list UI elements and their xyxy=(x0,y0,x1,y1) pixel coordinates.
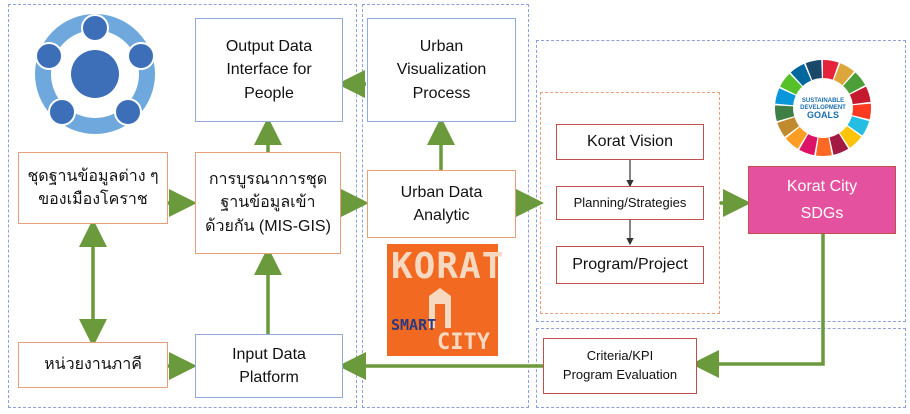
sdg-ring-segment xyxy=(799,134,818,156)
arrow-sdgs-to-criteria xyxy=(691,234,825,378)
sdg-ring-segment xyxy=(815,137,832,157)
sdg-ring-segment xyxy=(823,60,839,80)
korat-smart-city-logo: KORAT SMART CITY xyxy=(387,244,503,356)
criteria-kpi-box: Criteria/KPI Program Evaluation xyxy=(543,338,697,394)
sdg-ring-segment xyxy=(829,133,849,155)
logo-building-icon xyxy=(429,288,451,328)
program-project-box: Program/Project xyxy=(556,246,704,284)
sdgs-line-1: Korat City xyxy=(786,177,858,195)
right-upper-region xyxy=(536,40,906,322)
sdg-ring-segment xyxy=(849,86,871,105)
sdg-ring-segment xyxy=(790,63,812,86)
korat-vision-box: Korat Vision xyxy=(556,124,704,160)
output-data-interface-box: Output Data Interface for People xyxy=(195,18,343,122)
sdg-ring-segment xyxy=(852,103,872,120)
logo-korat-text: KORAT xyxy=(391,246,505,287)
logo-smart-text: SMART xyxy=(391,316,437,334)
data-cycle-wheel-illustration xyxy=(35,14,155,134)
sdg-ring-segment xyxy=(839,126,862,148)
sdg-badge-line-2: DEVELOPMENT xyxy=(800,105,846,111)
sdg-ring-segment xyxy=(833,63,854,86)
partners-box: หน่วยงานภาคี xyxy=(18,342,168,388)
sdg-ring-segment xyxy=(780,73,802,95)
sdg-ring-segment xyxy=(843,72,866,94)
sdg-ring-segment xyxy=(775,88,796,106)
sdg-badge-line-1: SUSTAINABLE xyxy=(802,98,844,104)
integration-mis-gis-box: การบูรณาการชุด ฐานข้อมูลเข้า ด้วยกัน (MI… xyxy=(195,152,341,254)
sdgs-line-2: SDGs xyxy=(800,205,844,222)
urban-visualization-box: Urban Visualization Process xyxy=(367,18,516,122)
sdg-ring-segment xyxy=(805,60,822,81)
urban-data-analytic-box: Urban Data Analytic xyxy=(367,170,516,238)
sdg-badge-line-3: GOALS xyxy=(807,110,839,120)
sdg-ring-segment xyxy=(785,126,808,149)
korat-city-sdgs-box: Korat City SDGs xyxy=(748,166,896,234)
sdg-ring-segment xyxy=(847,116,870,136)
sdg-ring-segment xyxy=(777,117,800,137)
sdg-ring-segment xyxy=(774,105,795,122)
logo-city-text: CITY xyxy=(437,330,490,355)
city-datasets-box: ชุดฐานข้อมูลต่าง ๆ ของเมืองโคราช xyxy=(18,152,168,224)
right-lower-region xyxy=(536,328,906,408)
sdg-goals-wheel: SUSTAINABLE DEVELOPMENT GOALS xyxy=(774,60,872,157)
input-data-platform-box: Input Data Platform xyxy=(195,334,343,398)
planning-strategies-box: Planning/Strategies xyxy=(556,186,704,220)
